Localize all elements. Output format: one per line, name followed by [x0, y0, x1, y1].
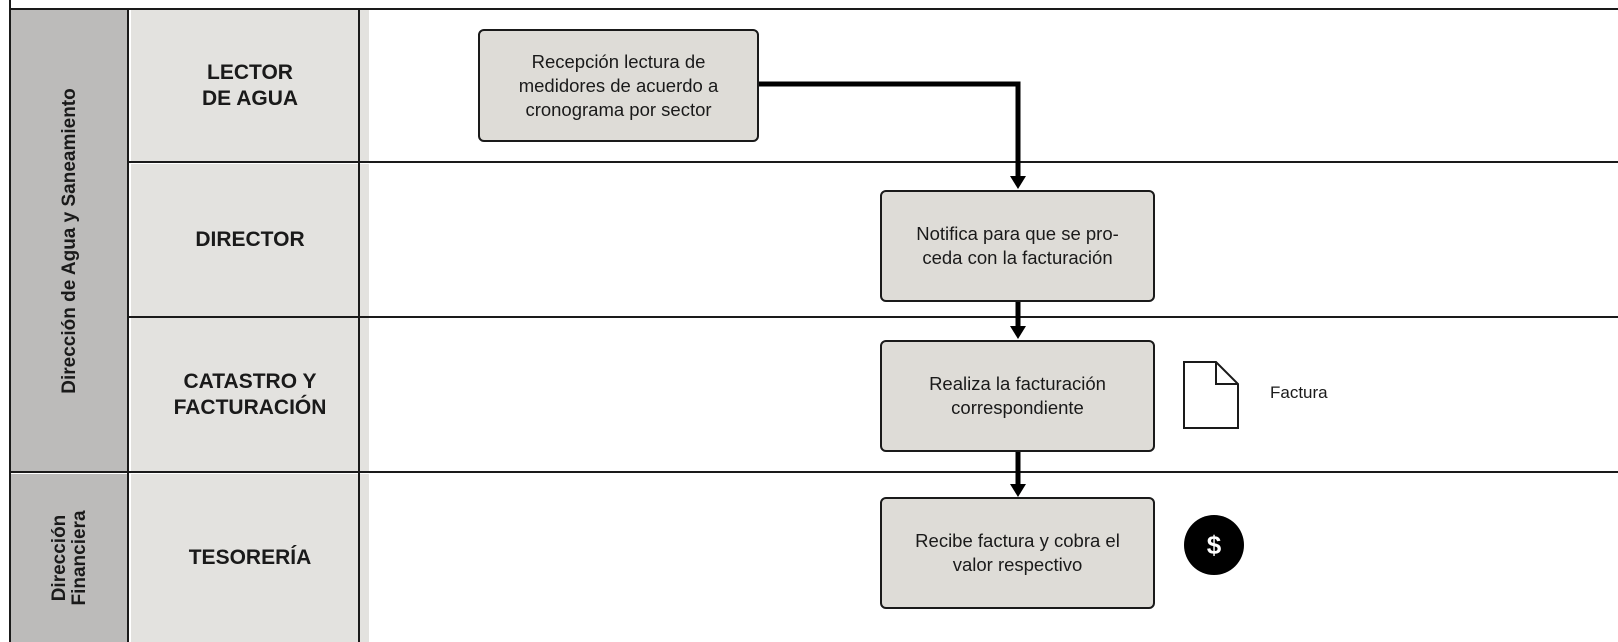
coin-symbol: $	[1206, 529, 1222, 560]
step-notifica-facturacion: Notifica para que se pro- ceda con la fa…	[880, 190, 1155, 302]
lane-divider	[9, 8, 1618, 10]
department-financiera: Dirección Financiera	[11, 474, 129, 642]
document-label: Factura	[1270, 383, 1328, 402]
role-tesoreria: TESORERÍA	[131, 474, 369, 642]
connector-arrow	[758, 81, 1021, 176]
step-label: Recibe factura y cobra el valor respecti…	[915, 530, 1120, 575]
step-label: Realiza la facturación correspondiente	[929, 373, 1106, 418]
step-recibe-factura: Recibe factura y cobra el valor respecti…	[880, 497, 1155, 609]
lane-border	[127, 9, 129, 642]
step-label: Recepción lectura de medidores de acuerd…	[518, 50, 719, 120]
step-label: Notifica para que se pro- ceda con la fa…	[916, 223, 1119, 268]
role-label: CATASTRO Y FACTURACIÓN	[173, 370, 327, 419]
department-agua-saneamiento: Dirección de Agua y Saneamiento	[11, 10, 129, 472]
role-label: TESORERÍA	[188, 546, 312, 569]
dollar-coin-icon: $	[1184, 515, 1244, 575]
step-recepcion-lectura: Recepción lectura de medidores de acuerd…	[478, 29, 759, 142]
step-realiza-facturacion: Realiza la facturación correspondiente	[880, 340, 1155, 452]
lane-divider	[127, 316, 1618, 318]
lane-border	[358, 9, 360, 642]
role-director: DIRECTOR	[131, 164, 369, 316]
arrowhead	[1010, 176, 1026, 189]
arrowhead	[1010, 484, 1026, 497]
role-lector-de-agua: LECTOR DE AGUA	[131, 10, 369, 162]
role-catastro-facturacion: CATASTRO Y FACTURACIÓN	[131, 318, 369, 472]
lane-divider	[127, 161, 1618, 163]
lane-border	[9, 0, 11, 642]
role-label: LECTOR DE AGUA	[201, 61, 299, 110]
lane-divider	[9, 471, 1618, 473]
role-label: DIRECTOR	[195, 228, 305, 251]
arrowhead	[1010, 326, 1026, 339]
document-icon	[1183, 361, 1239, 429]
